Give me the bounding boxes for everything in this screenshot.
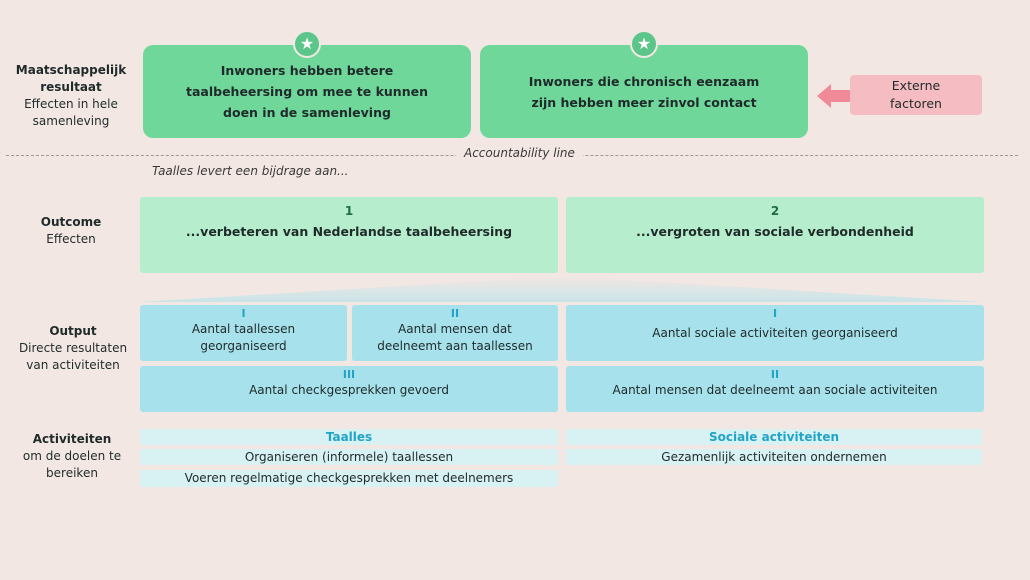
output-box-left-1: I Aantal taallessen georganiseerd [140,305,347,361]
output-roman: I [241,307,246,320]
row-label-impact: Maatschappelijk resultaat Effecten in he… [6,62,136,130]
output-text: Aantal checkgesprekken gevoerd [249,383,449,397]
row-title-outcome: Outcome [40,215,102,229]
row-label-outcome: Outcome Effecten [6,214,136,248]
row-title-impact: Maatschappelijk resultaat [15,63,127,94]
output-box-left-3: III Aantal checkgesprekken gevoerd [140,366,558,412]
outcome-number: 1 [344,204,354,218]
activity-heading-taalles: Taalles [140,429,558,445]
row-label-output: Output Directe resultaten van activiteit… [18,323,128,374]
row-sub-outcome: Effecten [46,232,96,246]
row-sub-impact: Effecten in hele samenleving [24,97,118,128]
output-roman: III [342,368,356,381]
output-box-left-2: II Aantal mensen dat deelneemt aan taall… [352,305,558,361]
activity-item: Gezamenlijk activiteiten ondernemen [566,449,982,465]
activity-item: Voeren regelmatige checkgesprekken met d… [140,470,558,487]
star-icon: ★ [293,30,321,58]
impact-text-eenzaam: Inwoners die chronisch eenzaam zijn hebb… [528,73,760,110]
row-sub-output: Directe resultaten van activiteiten [18,341,128,372]
output-text: Aantal taallessen georganiseerd [191,322,296,353]
outcome-number: 2 [770,204,780,218]
output-text: Aantal mensen dat deelneemt aan taalless… [377,322,533,353]
output-text: Aantal mensen dat deelneemt aan sociale … [612,383,938,397]
output-box-right-1: I Aantal sociale activiteiten georganise… [566,305,984,361]
row-title-output: Output [49,324,97,338]
output-roman: I [772,307,778,320]
outcome-text: ...verbeteren van Nederlandse taalbeheer… [185,224,513,239]
output-roman: II [450,307,460,320]
accountability-label: Accountability line [456,146,583,160]
activity-heading-sociaal: Sociale activiteiten [566,429,982,445]
row-sub-activities: om de doelen te bereiken [22,449,122,480]
outcome-box-2: 2 ...vergroten van sociale verbondenheid [566,197,984,273]
external-factors-box: Externe factoren [850,75,982,115]
output-roman: II [770,368,780,381]
impact-box-eenzaam: Inwoners die chronisch eenzaam zijn hebb… [480,45,808,138]
output-box-right-2: II Aantal mensen dat deelneemt aan socia… [566,366,984,412]
row-label-activities: Activiteiten om de doelen te bereiken [14,431,130,482]
star-icon: ★ [630,30,658,58]
outcome-box-1: 1 ...verbeteren van Nederlandse taalbehe… [140,197,558,273]
arrow-left-icon [817,84,853,108]
row-title-activities: Activiteiten [32,432,112,446]
output-text: Aantal sociale activiteiten georganiseer… [652,326,898,340]
external-factors-text: Externe factoren [890,78,942,111]
impact-box-taal: Inwoners hebben betere taalbeheersing om… [143,45,471,138]
impact-text-taal: Inwoners hebben betere taalbeheersing om… [186,63,428,120]
activity-item: Organiseren (informele) taallessen [140,449,558,465]
outcome-text: ...vergroten van sociale verbondenheid [636,224,914,239]
connector-fan [140,276,984,302]
contribution-text: Taalles levert een bijdrage aan... [152,164,349,178]
